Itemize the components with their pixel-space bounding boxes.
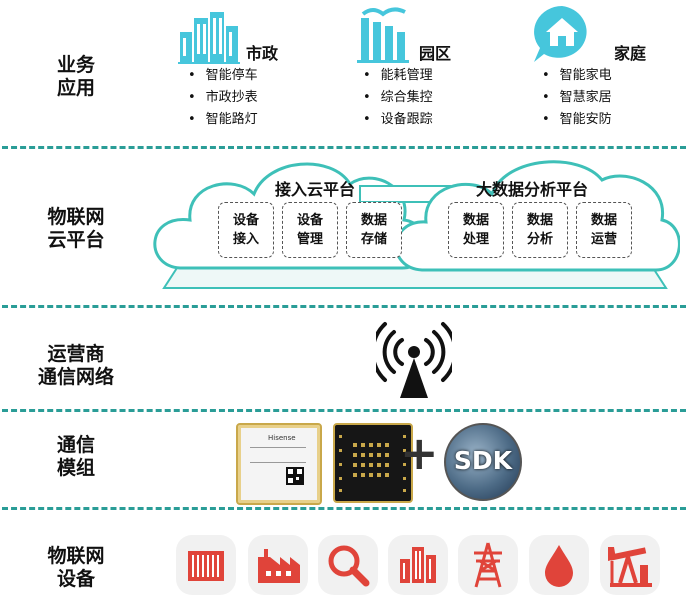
factory-icon — [248, 535, 308, 595]
row-label-business: 业务 应用 — [56, 54, 95, 99]
chip-text-lines — [250, 447, 306, 463]
list-item: 智能安防 — [542, 109, 612, 131]
municipal-list: 智能停车 市政抄表 智能路灯 — [188, 65, 258, 131]
list-item: 能耗管理 — [363, 65, 433, 87]
row-label-module: 通信 模组 — [56, 434, 95, 479]
city-buildings-icon — [178, 12, 240, 64]
category-title-park: 园区 — [419, 44, 452, 63]
buildings-icon — [388, 535, 448, 595]
service-device-access: 设备 接入 — [218, 202, 274, 258]
park-list: 能耗管理 综合集控 设备跟踪 — [363, 65, 433, 131]
home-icon — [534, 6, 587, 62]
divider-3 — [2, 409, 686, 412]
list-item: 智能家电 — [542, 65, 612, 87]
meter-icon — [176, 535, 236, 595]
category-title-municipal: 市政 — [246, 44, 279, 63]
sdk-globe-icon: SDK — [444, 423, 522, 501]
list-item: 市政抄表 — [188, 87, 258, 109]
business-municipal: 市政 智能停车 市政抄表 智能路灯 — [178, 10, 318, 135]
search-icon — [318, 535, 378, 595]
chip-brand-label: Hisense — [268, 434, 296, 442]
row-label-carrier: 运营商 通信网络 — [37, 343, 114, 388]
service-data-processing: 数据 处理 — [448, 202, 504, 258]
oil-pump-icon — [600, 535, 660, 595]
service-data-storage: 数据 存储 — [346, 202, 402, 258]
category-title-home: 家庭 — [614, 44, 647, 63]
water-drop-icon — [529, 535, 589, 595]
antenna-tower-icon — [376, 322, 452, 398]
chip-pads-icon — [339, 435, 406, 492]
sdk-label: SDK — [453, 446, 513, 475]
divider-1 — [2, 146, 686, 149]
business-home: 家庭 智能家电 智慧家居 智能安防 — [530, 4, 680, 134]
hisense-module-chip: Hisense — [236, 423, 322, 505]
bigdata-platform-title: 大数据分析平台 — [476, 180, 589, 199]
list-item: 综合集控 — [363, 87, 433, 109]
row-label-cloud: 物联网 云平台 — [47, 206, 105, 251]
access-cloud-title: 接入云平台 — [275, 180, 356, 199]
divider-2 — [2, 305, 686, 308]
service-data-operation: 数据 运营 — [576, 202, 632, 258]
home-list: 智能家电 智慧家居 智能安防 — [542, 65, 612, 131]
business-park: 园区 能耗管理 综合集控 设备跟踪 — [355, 4, 495, 134]
row-label-device: 物联网 设备 — [47, 545, 105, 590]
qr-code-icon — [286, 467, 304, 485]
power-tower-icon — [458, 535, 518, 595]
list-item: 智能路灯 — [188, 109, 258, 131]
service-device-management: 设备 管理 — [282, 202, 338, 258]
list-item: 智能停车 — [188, 65, 258, 87]
factory-icon — [357, 7, 409, 63]
list-item: 智慧家居 — [542, 87, 612, 109]
divider-4 — [2, 507, 686, 510]
service-data-analysis: 数据 分析 — [512, 202, 568, 258]
plus-sign: + — [400, 426, 439, 480]
bare-module-chip — [333, 423, 413, 503]
list-item: 设备跟踪 — [363, 109, 433, 131]
